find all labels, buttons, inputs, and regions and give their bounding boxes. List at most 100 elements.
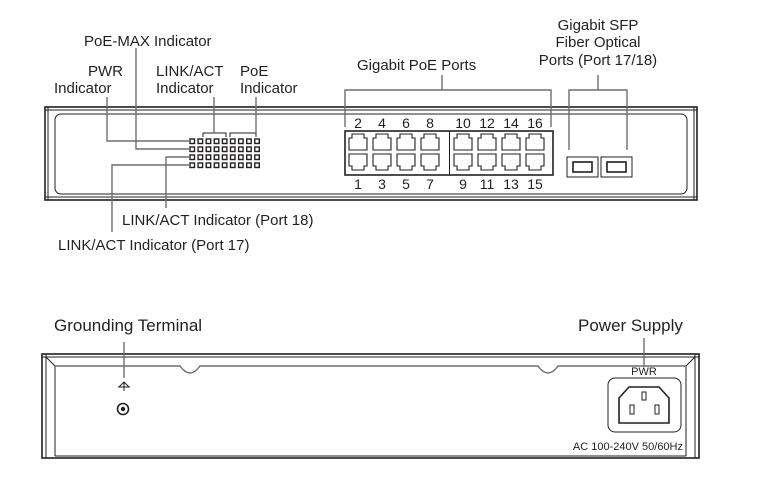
led-indicator [254,154,261,161]
poe-bracket [229,132,257,137]
pwr-indicator-label-line1: PWR [88,63,123,80]
sfp-port-18[interactable] [600,156,633,178]
port17-leader-line [111,164,190,232]
led-indicator [237,138,244,145]
power-rating-label: AC 100-240V 50/60Hz [573,441,683,453]
sfp-port-group [566,156,633,178]
led-indicator [197,138,204,145]
port-number-label: 7 [426,176,434,192]
led-indicator [237,162,244,169]
rj45-port[interactable] [348,133,368,151]
led-indicator [189,138,196,145]
led-indicator [229,146,236,153]
led-indicator [189,162,196,169]
led-indicator [221,146,228,153]
sfp-bracket [568,89,628,150]
port-number-label: 10 [455,115,471,131]
port-number-label: 4 [378,115,386,131]
socket-body [618,386,670,424]
port-number-label: 8 [426,115,434,131]
led-indicator [205,146,212,153]
rj45-port[interactable] [396,133,416,151]
rj45-port[interactable] [420,133,440,151]
led-indicator [221,154,228,161]
sfp-label-line2: Fiber Optical [555,34,640,51]
port-number-label: 5 [402,176,410,192]
led-indicator [197,154,204,161]
led-indicator [205,154,212,161]
pwr-leader-line [106,97,190,142]
port-number-label: 14 [503,115,519,131]
led-indicator [205,138,212,145]
led-indicator [229,138,236,145]
rear-panel: Grounding Terminal Power Supply PWR AC 1… [41,316,700,459]
led-indicator [189,154,196,161]
rj45-port[interactable] [420,153,440,171]
led-indicator [229,154,236,161]
socket-pin-ground [641,391,647,401]
led-indicator [197,162,204,169]
led-indicator [221,162,228,169]
rj45-port[interactable] [348,153,368,171]
linkact-port17-label: LINK/ACT Indicator (Port 17) [58,237,249,254]
socket-pin-live [629,404,635,415]
sfp-label-line1: Gigabit SFP [558,17,639,34]
pwr-port-label: PWR [631,366,657,378]
rj45-port[interactable] [477,153,497,171]
rj45-port[interactable] [501,133,521,151]
front-chassis-outline [44,106,698,201]
led-indicator [254,146,261,153]
led-indicator [245,154,252,161]
poe-ports-bracket [344,89,552,127]
linkact-indicator-label-line1: LINK/ACT [156,63,224,80]
rj45-port[interactable] [453,153,473,171]
socket-pin-neutral [654,404,660,415]
rj45-port[interactable] [525,153,545,171]
pwr-indicator-label-line2: Indicator [54,80,112,97]
rj45-port[interactable] [372,133,392,151]
rj45-port[interactable] [453,133,473,151]
led-indicator-grid [189,138,261,169]
port-number-label: 16 [527,115,543,131]
iec-power-socket[interactable] [607,377,682,433]
led-indicator [213,162,220,169]
led-indicator [221,138,228,145]
led-indicator [205,162,212,169]
led-indicator [197,146,204,153]
poe-max-leader-line [135,48,190,150]
led-indicator [245,138,252,145]
rj45-port[interactable] [477,133,497,151]
linkact-port18-label: LINK/ACT Indicator (Port 18) [122,212,313,229]
rear-top-inner-notched [55,365,686,374]
linkact-bracket [202,132,227,137]
rj45-port[interactable] [501,153,521,171]
led-indicator [237,146,244,153]
sfp-label-line3: Ports (Port 17/18) [539,52,657,69]
led-indicator [254,162,261,169]
led-indicator [229,162,236,169]
rj45-port[interactable] [372,153,392,171]
ground-symbol-icon [117,381,131,391]
linkact-indicator-label-line2: Indicator [156,80,214,97]
port-number-label: 13 [503,176,519,192]
rj45-port[interactable] [525,133,545,151]
poe-indicator-label-line2: Indicator [240,80,298,97]
led-indicator [245,146,252,153]
grounding-screw[interactable] [116,402,130,416]
port-number-label: 6 [402,115,410,131]
port-number-label: 15 [527,176,543,192]
rear-left-bevel [45,356,56,367]
led-indicator [213,154,220,161]
led-indicator [213,138,220,145]
poe-max-indicator-label: PoE-MAX Indicator [84,33,212,50]
port-number-label: 11 [480,176,495,192]
port-number-label: 12 [479,115,495,131]
rear-chassis-outline [41,353,700,459]
rj45-port[interactable] [396,153,416,171]
sfp-port-17[interactable] [566,156,599,178]
grounding-terminal-label: Grounding Terminal [54,316,202,335]
port-number-label: 9 [459,176,467,192]
